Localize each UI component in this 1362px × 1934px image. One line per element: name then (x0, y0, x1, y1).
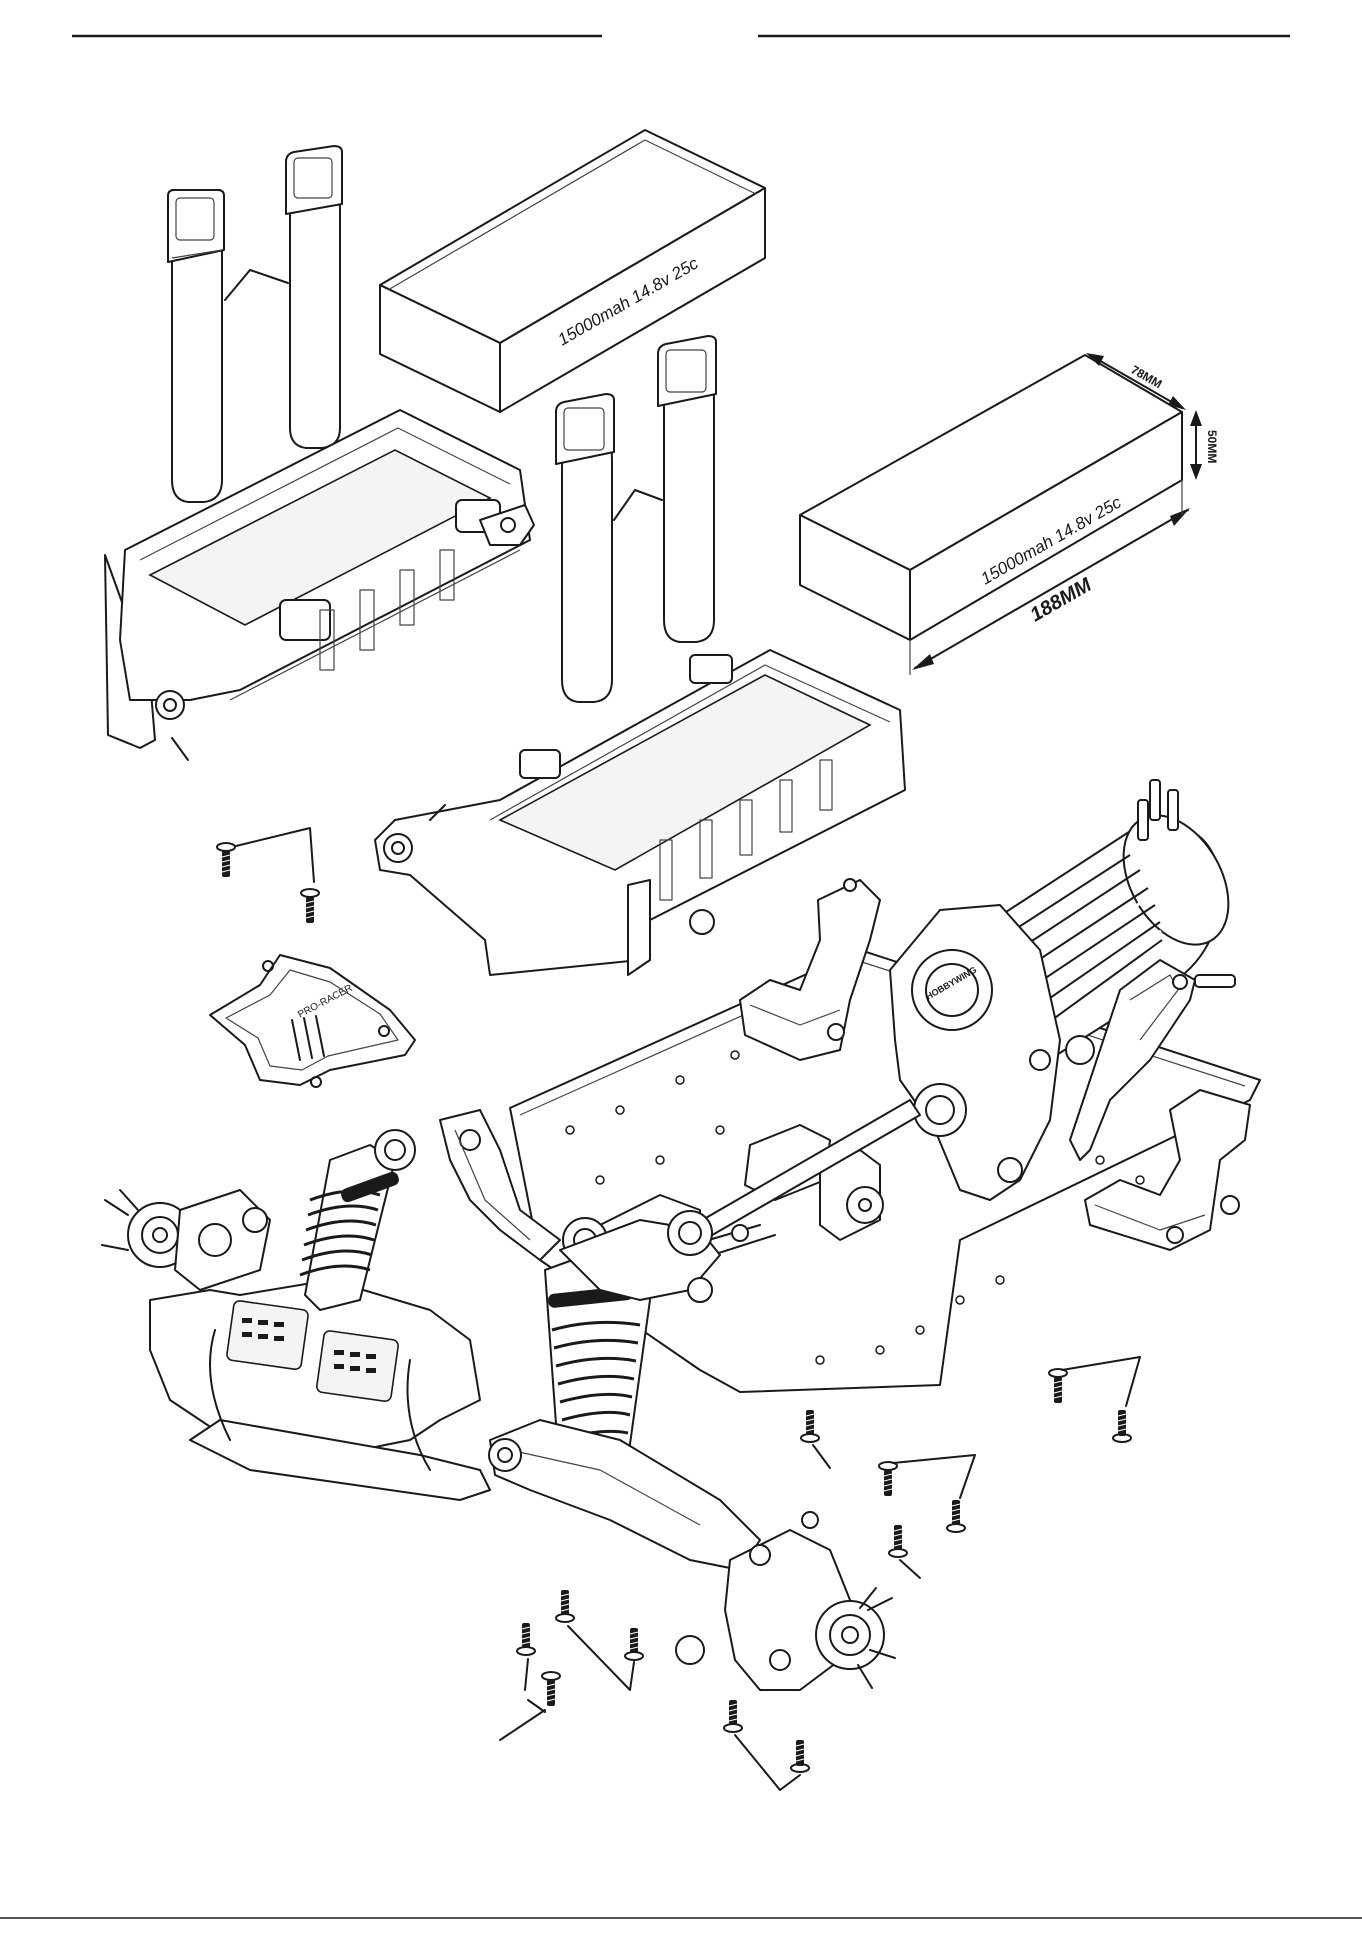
screw (217, 843, 235, 877)
screw (301, 889, 319, 923)
screw (879, 1462, 897, 1496)
dimension-height-label: 50MM (1205, 430, 1219, 463)
leader-line (500, 1659, 545, 1740)
dimension-height: 50MM (1190, 410, 1219, 480)
dimension-length-label: 188MM (1027, 573, 1097, 626)
chassis-brace-plate: PRO-RACER (210, 955, 415, 1087)
battery-tray-left (105, 410, 534, 760)
leader-line (172, 738, 188, 760)
leader-line (568, 1626, 634, 1690)
battery-strap (168, 190, 224, 502)
battery-strap-pair-center (556, 336, 716, 702)
battery-strap (556, 394, 614, 702)
screw-group-rear (1049, 1357, 1140, 1442)
screw (542, 1672, 560, 1706)
screw (1113, 1410, 1131, 1442)
front-left-hub (102, 1190, 270, 1290)
leader-line (900, 1560, 920, 1578)
screw (889, 1525, 907, 1557)
leader-line (614, 490, 662, 520)
leader-line (1062, 1357, 1140, 1406)
screw (517, 1623, 535, 1655)
leader-line (735, 1735, 800, 1790)
front-bumper (150, 1280, 490, 1500)
leader-line (893, 1455, 975, 1498)
screw (724, 1700, 742, 1732)
battery-strap-pair-left (168, 146, 342, 502)
screw (556, 1590, 574, 1622)
screw (791, 1740, 809, 1772)
front-shock-absorber (300, 1130, 415, 1310)
screw (1049, 1369, 1067, 1403)
battery-strap (286, 146, 342, 448)
leader-line (236, 828, 314, 882)
battery-strap (658, 336, 716, 642)
screw (625, 1628, 643, 1660)
screw-group-tray (217, 828, 319, 923)
leader-line (225, 270, 288, 300)
leader-line (813, 1445, 830, 1468)
screw (801, 1410, 819, 1442)
screw (947, 1500, 965, 1532)
battery-pack-dimensioned: 15000mah 14.8v 25c 188MM 78MM 50MM (800, 353, 1219, 675)
